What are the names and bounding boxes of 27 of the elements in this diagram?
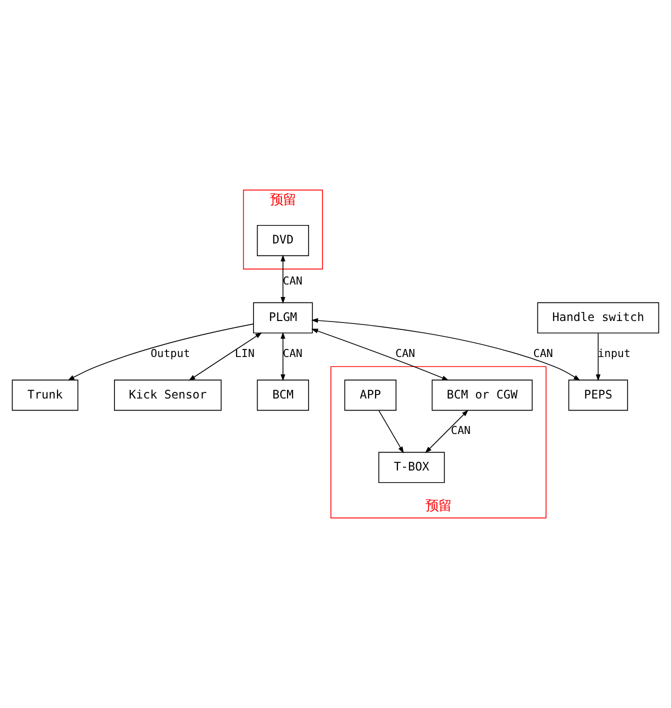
arrow <box>68 324 254 381</box>
node-box: DVD <box>256 224 310 256</box>
edge-label: CAN <box>282 346 302 360</box>
node-box: Kick Sensor <box>114 380 222 411</box>
edge-label: CAN <box>395 346 416 360</box>
node-box: BCM <box>256 380 310 411</box>
node-box: Trunk <box>12 380 78 411</box>
node-box: T-BOX <box>378 452 445 484</box>
arrow <box>280 332 286 382</box>
arrow <box>280 254 286 304</box>
node-box: Handle switch <box>537 302 660 334</box>
edge-label: CAN <box>282 274 302 288</box>
edge-label: CAN <box>450 424 471 438</box>
node-box: APP <box>344 380 396 411</box>
node-box: PEPS <box>568 380 628 411</box>
arrow <box>311 328 449 380</box>
arrow <box>188 332 262 381</box>
arrow <box>378 410 404 454</box>
arrow <box>596 332 601 382</box>
arrow <box>311 318 580 381</box>
edge-label: CAN <box>533 346 553 360</box>
node-box: BCM or CGW <box>432 380 533 411</box>
edge-label: Output <box>150 346 190 360</box>
edge-label: LIN <box>234 346 255 360</box>
edge-label: input <box>598 346 631 360</box>
node-box: PLGM <box>253 302 313 334</box>
arrow <box>425 410 468 454</box>
